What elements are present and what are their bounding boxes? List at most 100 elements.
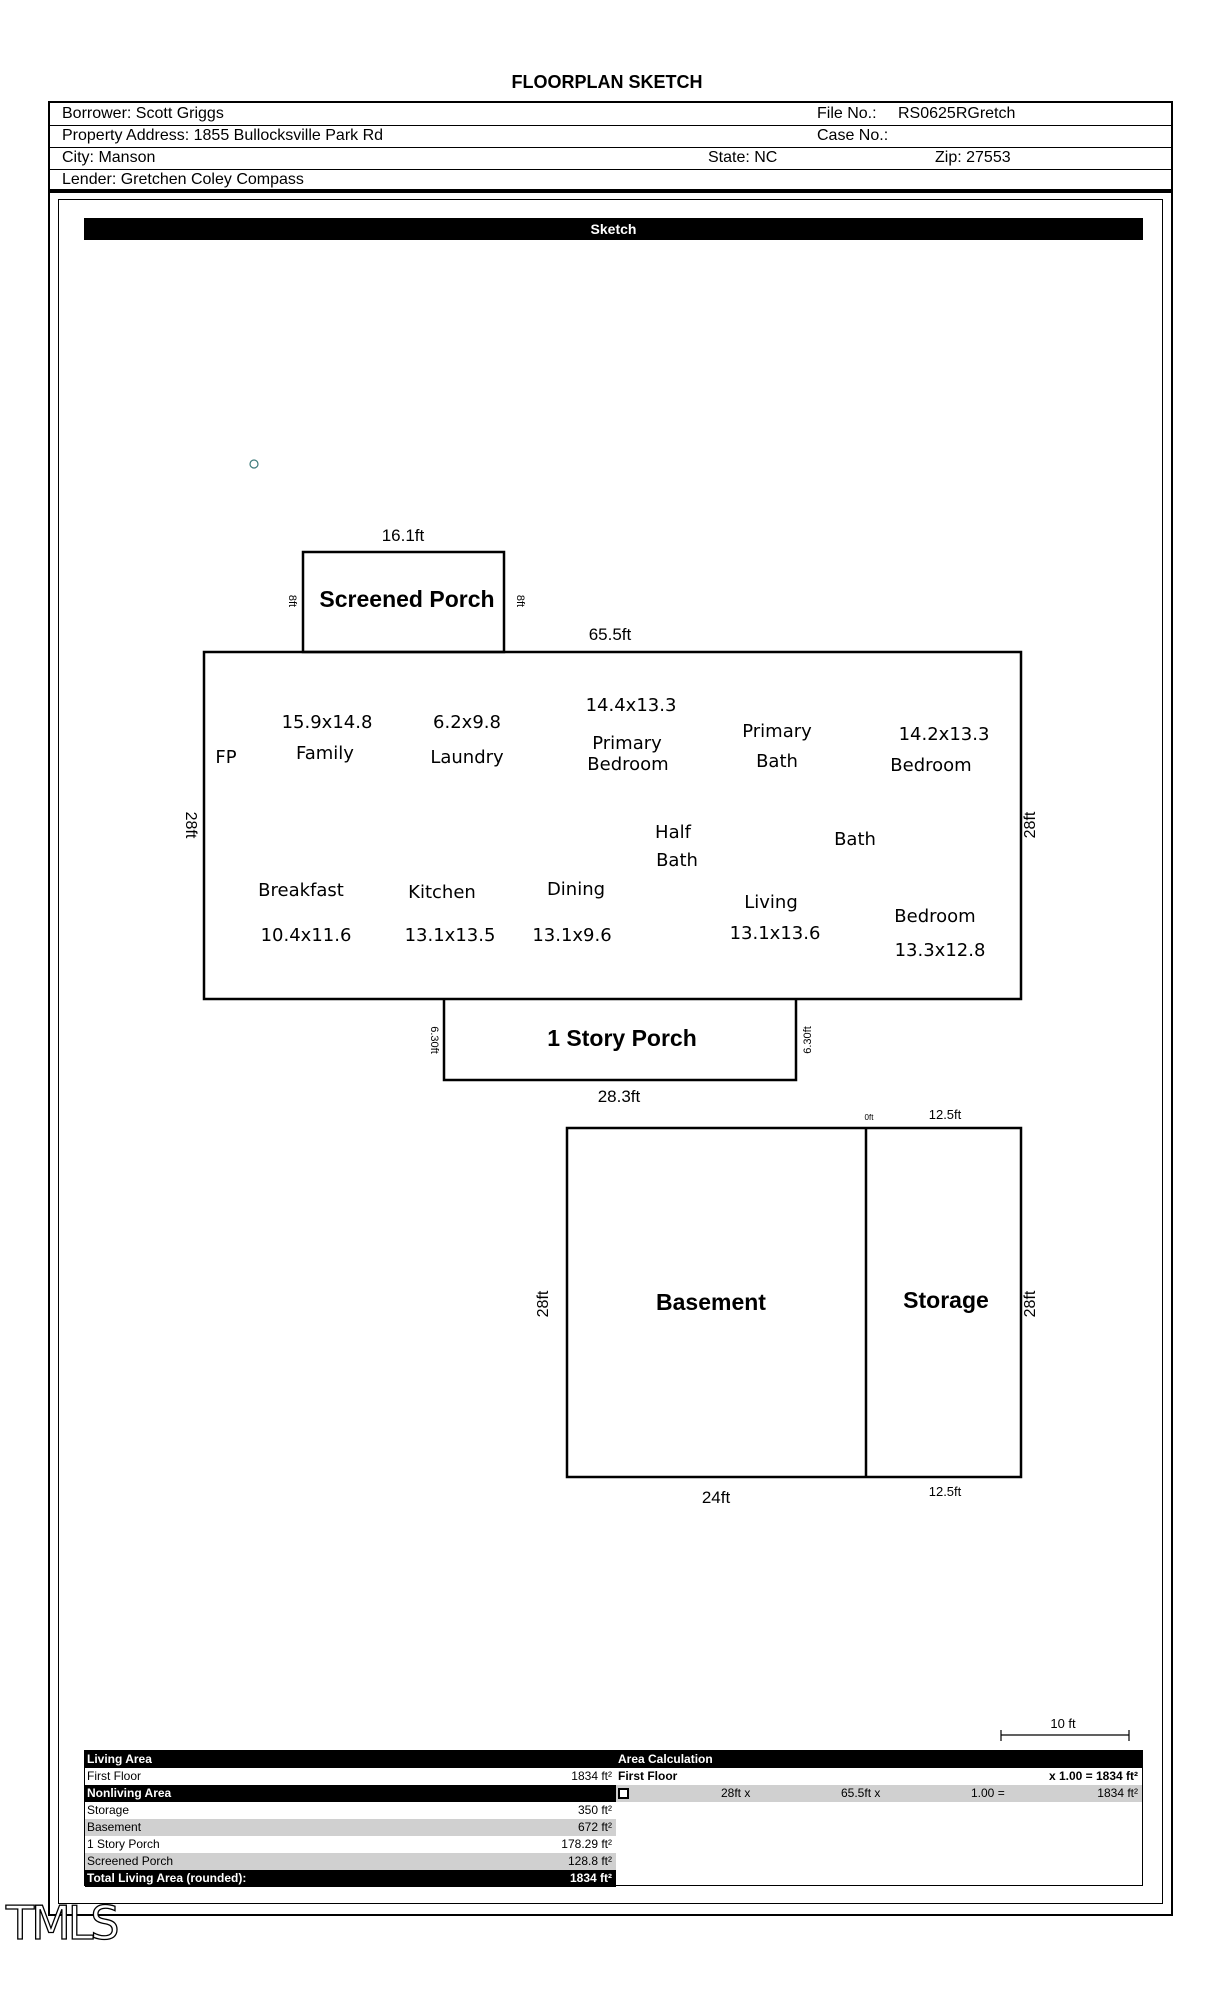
- nonliving-area-header: Nonliving Area: [85, 1785, 616, 1802]
- calc-floor-row: First Floor x 1.00 = 1834 ft²: [616, 1768, 1142, 1785]
- living-area-header: Living Area: [85, 1751, 616, 1768]
- room-bath: Bath: [834, 829, 876, 850]
- address-text: Property Address: 1855 Bullocksville Par…: [62, 127, 384, 144]
- room-bedroom2-dim: 13.3x12.8: [895, 940, 986, 961]
- area-summary-left: Living Area First Floor 1834 ft² Nonlivi…: [85, 1751, 616, 1887]
- screened-porch-left-dim: 8ft: [286, 595, 298, 607]
- screened-porch-width: 16.1ft: [382, 526, 425, 545]
- main-left-dim: 28ft: [182, 812, 199, 839]
- main-right-dim: 28ft: [1022, 811, 1039, 838]
- room-bedroom2: Bedroom: [894, 906, 975, 927]
- basement-top-small-dim: 0ft: [865, 1113, 875, 1122]
- basement-outline: [565, 1126, 1023, 1479]
- room-living: Living: [744, 892, 798, 913]
- story-porch-label: 1 Story Porch: [547, 1025, 697, 1051]
- calc-side-b: 65.5ft x: [841, 1786, 881, 1800]
- header-row-city: City: Manson State: NC Zip: 27553: [50, 147, 1171, 170]
- shape-square-icon: [618, 1788, 629, 1800]
- room-laundry: Laundry: [430, 747, 504, 768]
- nonliving-value: 128.8 ft²: [567, 1854, 612, 1868]
- basement-left-dim: 28ft: [535, 1290, 552, 1317]
- calc-side-a: 28ft x: [721, 1786, 751, 1800]
- first-floor-value: 1834 ft²: [571, 1769, 612, 1783]
- nonliving-row: Basement 672 ft²: [85, 1819, 616, 1836]
- first-floor-row: First Floor 1834 ft²: [85, 1768, 616, 1785]
- room-primary-bath-line1: Primary: [742, 721, 812, 742]
- header-row-lender: Lender: Gretchen Coley Compass: [50, 169, 1171, 191]
- basement-label: Basement: [656, 1289, 766, 1315]
- basement-bottom-dim: 24ft: [702, 1488, 731, 1507]
- nonliving-value: 672 ft²: [577, 1820, 612, 1834]
- room-living-dim: 13.1x13.6: [730, 923, 821, 944]
- nonliving-row: 1 Story Porch 178.29 ft²: [85, 1836, 616, 1853]
- room-primary-bed-line2: Bedroom: [587, 754, 668, 775]
- nonliving-name: Basement: [87, 1820, 142, 1834]
- total-living-area-row: Total Living Area (rounded): 1834 ft²: [85, 1870, 616, 1887]
- zip-text: Zip: 27553: [935, 149, 1011, 166]
- nonliving-name: Screened Porch: [87, 1854, 174, 1868]
- mls-logo: TMLS: [5, 1895, 120, 1950]
- nonliving-row: Screened Porch 128.8 ft²: [85, 1853, 616, 1870]
- file-no-value: RS0625RGretch: [898, 105, 1016, 122]
- room-fp: FP: [215, 747, 236, 768]
- room-family: Family: [296, 743, 354, 764]
- area-calc-header: Area Calculation: [616, 1751, 1142, 1768]
- sketch-outer-frame: [48, 191, 1173, 1916]
- header-row-borrower: Borrower: Scott Griggs File No.: RS0625R…: [50, 103, 1171, 126]
- room-kitchen: Kitchen: [408, 882, 476, 903]
- room-primary-bed-line1: Primary: [592, 733, 662, 754]
- living-area-header-text: Living Area: [87, 1752, 152, 1766]
- room-primary-bed-dim: 14.4x13.3: [586, 695, 677, 716]
- room-dining-dim: 13.1x9.6: [532, 925, 611, 946]
- marker-circle: [249, 459, 259, 469]
- screened-porch-right-dim: 8ft: [514, 595, 526, 607]
- story-porch-outline: [442, 999, 798, 1082]
- room-breakfast-dim: 10.4x11.6: [261, 925, 352, 946]
- calc-factor: 1.00 =: [971, 1786, 1005, 1800]
- total-living-area-value: 1834 ft²: [569, 1871, 612, 1885]
- scale-bar-label: 10 ft: [1050, 1716, 1076, 1731]
- file-no-label: File No.:: [817, 105, 877, 122]
- story-porch-right-dim: 6.30ft: [802, 1026, 814, 1054]
- room-dining: Dining: [547, 879, 605, 900]
- nonliving-name: Storage: [87, 1803, 130, 1817]
- storage-top-dim: 12.5ft: [929, 1107, 962, 1122]
- room-half-bath-line1: Half: [655, 822, 692, 843]
- nonliving-value: 350 ft²: [577, 1803, 612, 1817]
- nonliving-area-header-text: Nonliving Area: [87, 1786, 172, 1800]
- room-family-dim: 15.9x14.8: [282, 712, 373, 733]
- room-laundry-dim: 6.2x9.8: [433, 712, 501, 733]
- room-primary-bath-line2: Bath: [756, 751, 798, 772]
- calc-result: 1834 ft²: [1097, 1786, 1138, 1800]
- storage-right-dim: 28ft: [1022, 1290, 1039, 1317]
- first-floor-outline: [202, 650, 1023, 1001]
- total-living-area-label: Total Living Area (rounded):: [87, 1871, 247, 1885]
- case-no-label: Case No.:: [817, 127, 889, 144]
- room-kitchen-dim: 13.1x13.5: [405, 925, 496, 946]
- lender-text: Lender: Gretchen Coley Compass: [62, 171, 304, 188]
- room-breakfast: Breakfast: [258, 880, 344, 901]
- calc-floor-label: First Floor: [618, 1769, 678, 1783]
- room-half-bath-line2: Bath: [656, 850, 698, 871]
- main-top-dim: 65.5ft: [589, 625, 632, 644]
- header-info-block: Borrower: Scott Griggs File No.: RS0625R…: [48, 101, 1173, 191]
- borrower-text: Borrower: Scott Griggs: [62, 105, 224, 122]
- first-floor-label: First Floor: [87, 1769, 141, 1783]
- sketch-title-bar: Sketch: [84, 218, 1143, 240]
- state-text: State: NC: [708, 149, 778, 166]
- page-title: FLOORPLAN SKETCH: [511, 72, 703, 92]
- nonliving-name: 1 Story Porch: [87, 1837, 160, 1851]
- nonliving-row: Storage 350 ft²: [85, 1802, 616, 1819]
- header-row-address: Property Address: 1855 Bullocksville Par…: [50, 125, 1171, 148]
- room-bedroom1: Bedroom: [890, 755, 971, 776]
- area-summary-table: Living Area First Floor 1834 ft² Nonlivi…: [84, 1750, 1143, 1887]
- story-porch-bottom-dim: 28.3ft: [598, 1087, 641, 1106]
- story-porch-left-dim: 6.30ft: [428, 1026, 440, 1054]
- room-bedroom1-dim: 14.2x13.3: [899, 724, 990, 745]
- nonliving-value: 178.29 ft²: [561, 1837, 612, 1851]
- sketch-inner-frame: [58, 199, 1163, 1904]
- calc-detail-row: 28ft x 65.5ft x 1.00 = 1834 ft²: [616, 1785, 1142, 1802]
- screened-porch-label: Screened Porch: [319, 586, 494, 612]
- storage-label: Storage: [903, 1287, 989, 1313]
